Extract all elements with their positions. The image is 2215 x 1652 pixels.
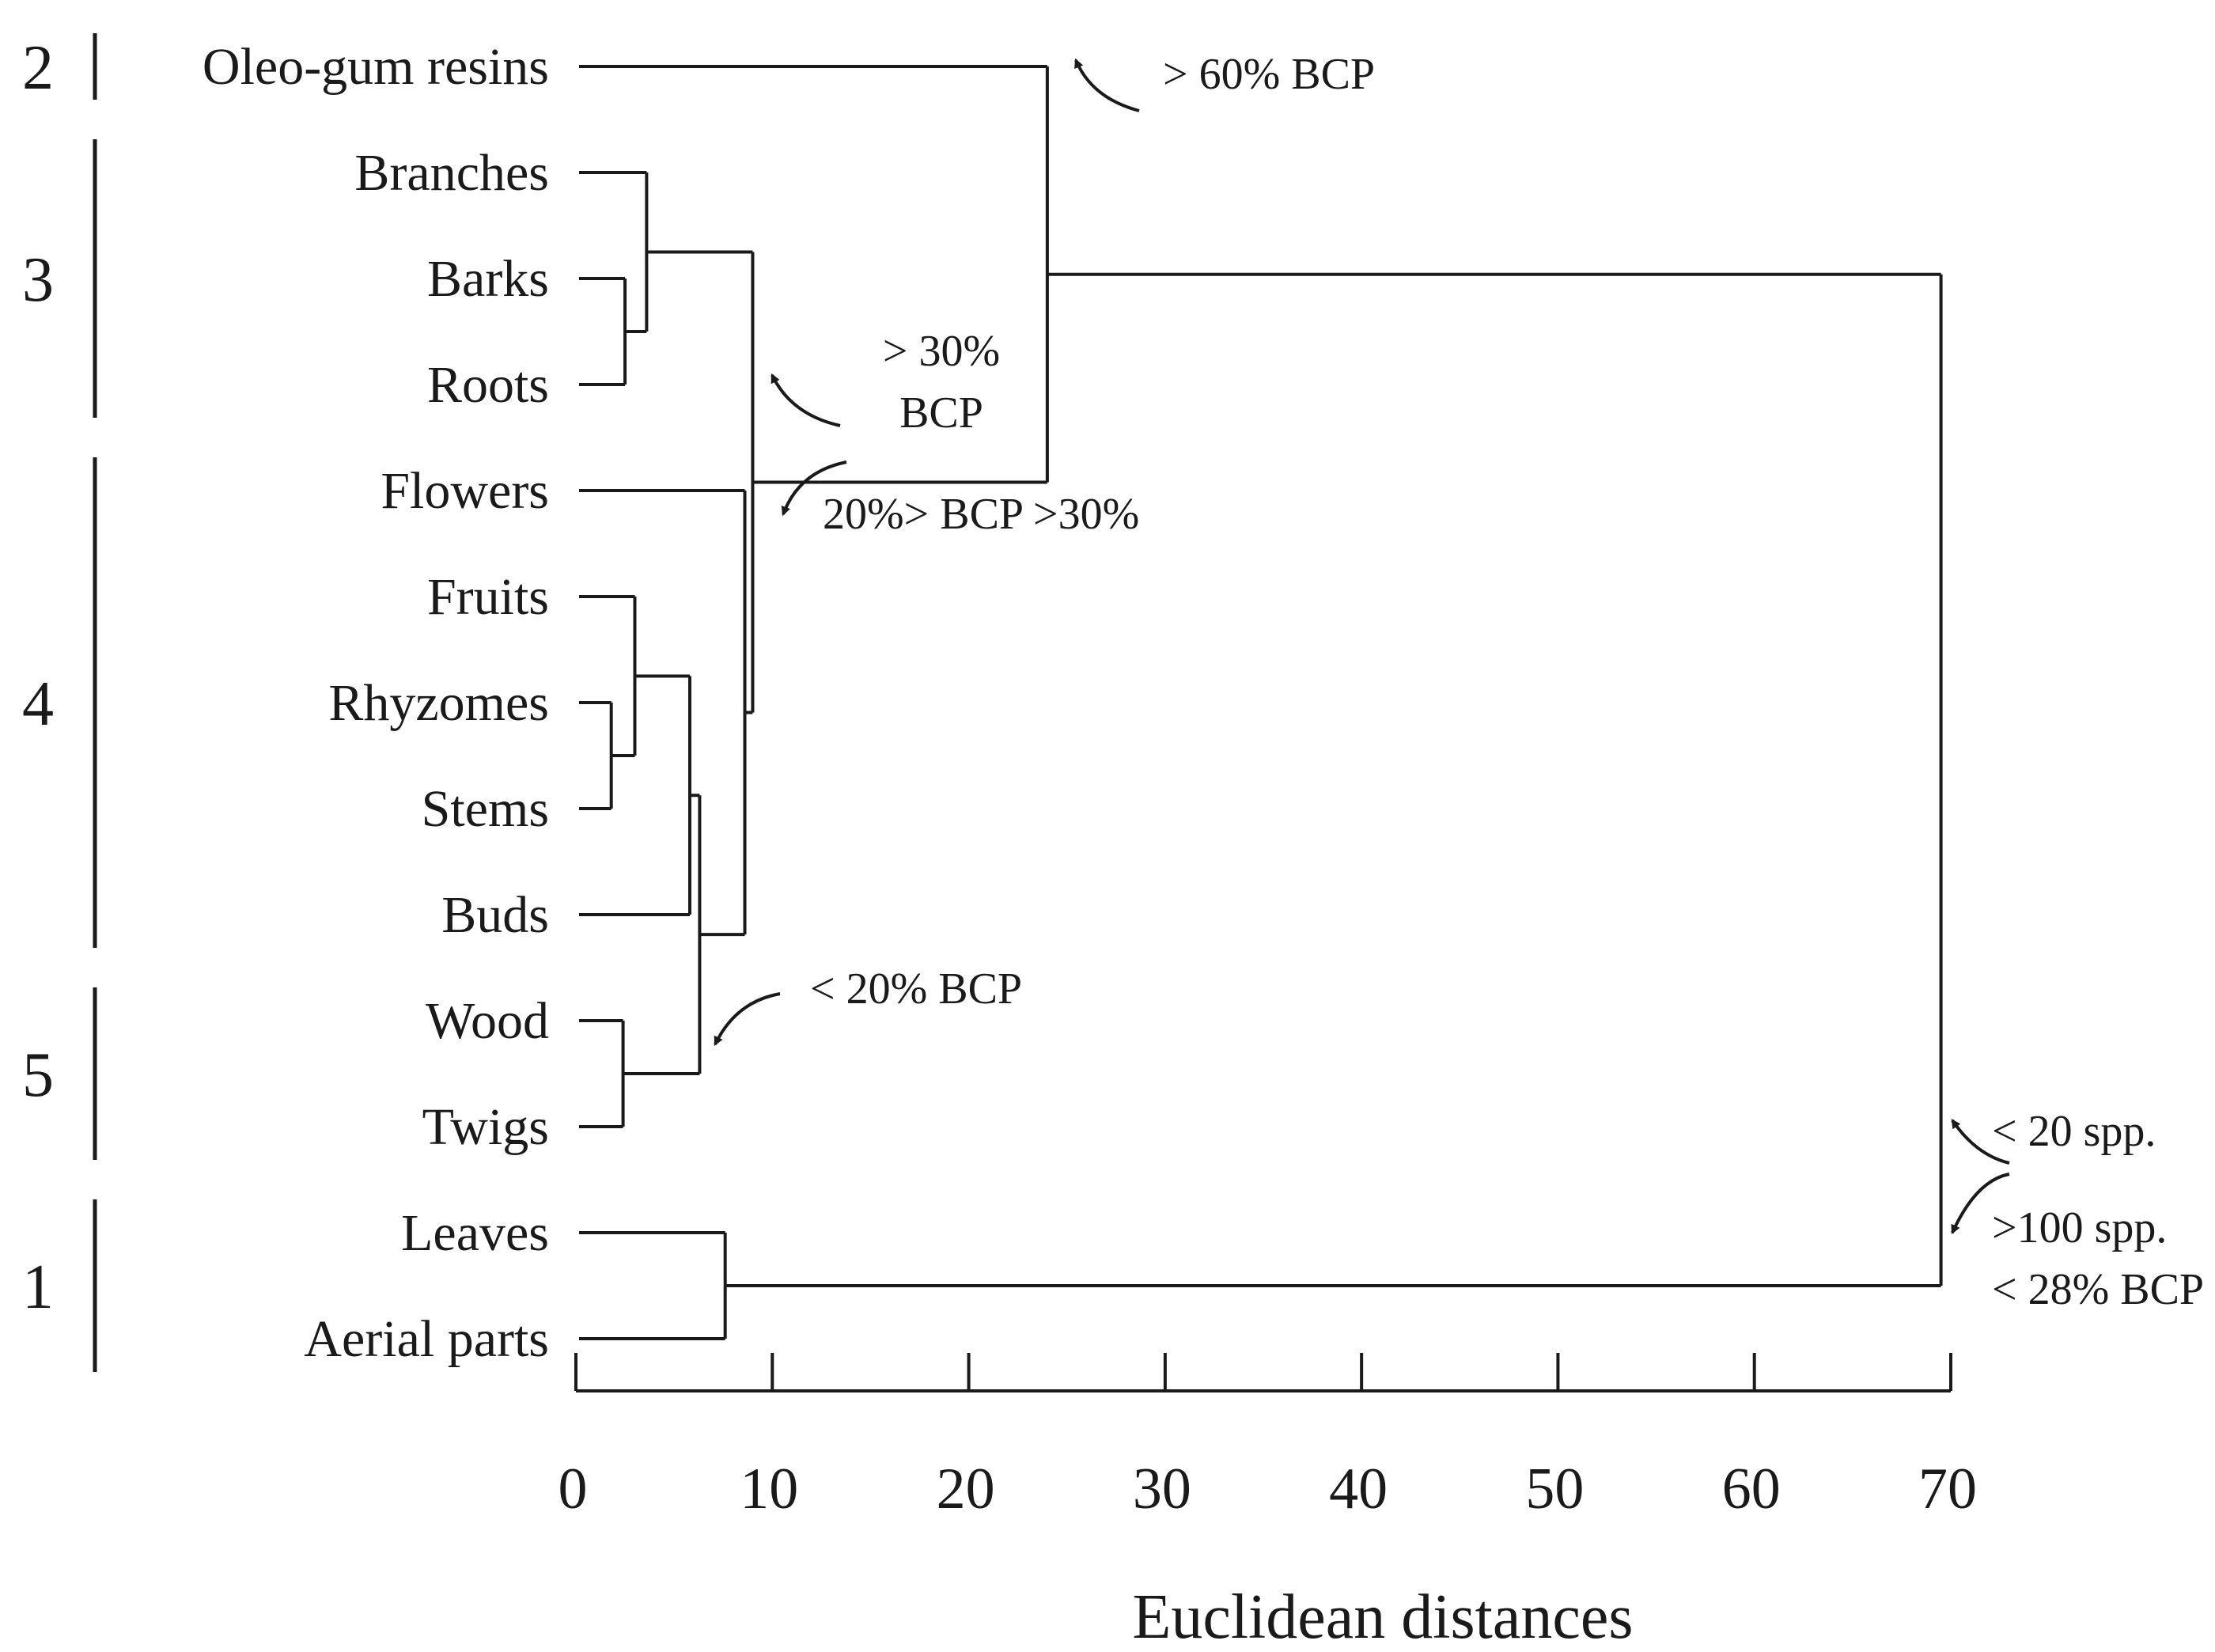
leaf-label-branches: Branches [354, 144, 549, 202]
annotation-6: >100 spp.< 28% BCP [1992, 1203, 2204, 1314]
group-number-4: 4 [22, 669, 54, 739]
annotation-3: 20%> BCP >30% [823, 490, 1139, 539]
annotation-arrow-4 [714, 992, 781, 1047]
x-tick-label-0: 0 [558, 1457, 588, 1521]
leaf-labels: Oleo-gum resinsBranchesBarksRootsFlowers… [203, 38, 549, 1368]
dendrogram-branches [579, 65, 1943, 1340]
annotation-4: < 20% BCP [810, 964, 1022, 1014]
annotation-arrow-3 [781, 460, 847, 517]
annotation-arrow-5 [1951, 1119, 2010, 1165]
x-tick-label-10: 10 [740, 1457, 798, 1521]
annotation-5: < 20 spp. [1992, 1107, 2156, 1156]
leaf-label-fruits: Fruits [427, 568, 549, 626]
leaf-label-buds: Buds [441, 886, 549, 944]
x-tick-label-40: 40 [1329, 1457, 1388, 1521]
annotations: > 60% BCP > 30%BCP 20%> BCP >30% < 20% BCP <… [714, 50, 2204, 1314]
leaf-label-wood: Wood [426, 992, 549, 1050]
leaf-label-flowers: Flowers [381, 462, 549, 520]
leaf-label-aerial-parts: Aerial parts [304, 1310, 549, 1368]
x-tick-label-30: 30 [1133, 1457, 1191, 1521]
group-markers: 2 3 4 5 1 [22, 33, 97, 1372]
x-tick-label-20: 20 [937, 1457, 995, 1521]
leaf-label-twigs: Twigs [422, 1098, 549, 1156]
group-number-5: 5 [22, 1040, 54, 1110]
leaf-label-rhyzomes: Rhyzomes [328, 674, 549, 732]
annotation-1: > 60% BCP [1163, 50, 1375, 99]
leaf-label-stems: Stems [422, 780, 549, 838]
annotation-arrow-6 [1951, 1173, 2010, 1235]
annotation-arrow-1 [1074, 58, 1140, 112]
x-tick-label-60: 60 [1722, 1457, 1781, 1521]
leaf-label-roots: Roots [427, 356, 549, 414]
group-number-3: 3 [22, 245, 54, 315]
annotation-arrow-2 [771, 373, 841, 427]
leaf-label-oleo-gum-resins: Oleo-gum resins [203, 38, 549, 96]
x-tick-label-50: 50 [1525, 1457, 1584, 1521]
x-axis-title: Euclidean distances [1132, 1582, 1633, 1652]
group-number-1: 1 [22, 1252, 54, 1322]
leaf-label-barks: Barks [427, 250, 549, 308]
x-axis: Euclidean distances 0 10 20 30 40 50 60 70 [558, 1353, 1977, 1652]
annotation-2: > 30%BCP [883, 327, 1000, 438]
x-tick-label-70: 70 [1918, 1457, 1977, 1521]
group-number-2: 2 [22, 33, 54, 103]
leaf-label-leaves: Leaves [401, 1204, 549, 1262]
